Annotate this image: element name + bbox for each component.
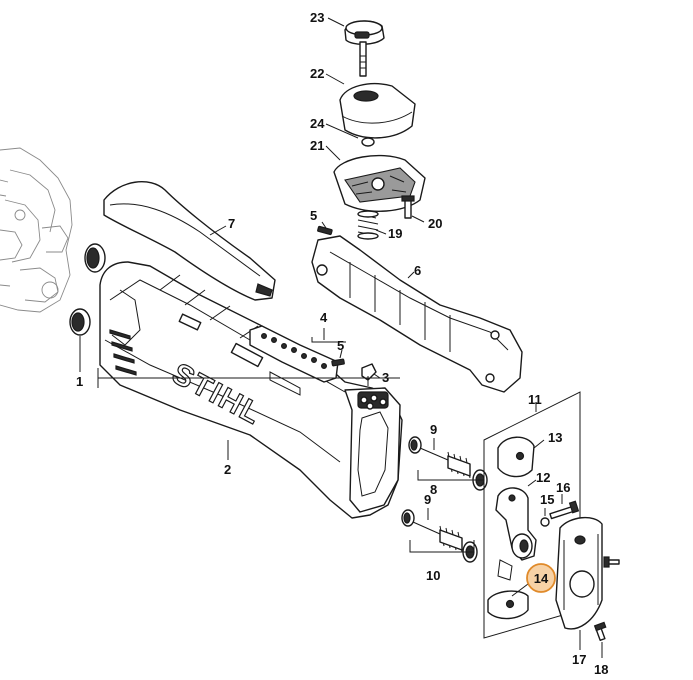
part-8-spring-assembly: [408, 436, 488, 491]
callout-6: 6: [414, 263, 421, 278]
part-1-grommets: [69, 243, 106, 372]
part-18-screws: [593, 556, 620, 658]
part-23-knob: [327, 17, 385, 77]
callout-13: 13: [548, 430, 562, 445]
callout-16: 16: [556, 480, 570, 495]
highlight-circle: [526, 563, 556, 593]
callout-14: 14: [534, 571, 549, 586]
callout-7: 7: [228, 216, 235, 231]
callout-11: 11: [528, 392, 542, 407]
part-16-screw: [549, 494, 580, 520]
callout-12: 12: [536, 470, 550, 485]
callout-18: 18: [594, 662, 608, 677]
callout-19: 19: [388, 226, 402, 241]
engine-housing-fragment: [0, 147, 73, 313]
leader-lines: [97, 368, 400, 460]
part-10-spring-assembly: [401, 508, 478, 563]
callout-5-mid: 5: [337, 338, 344, 353]
callout-17: 17: [572, 652, 586, 667]
part-12-lever: [495, 479, 537, 581]
callout-22: 22: [310, 66, 324, 81]
callout-labels: 23 22 24 21 5 20 19 7 6 4 5 3 1 2 11 9 1…: [76, 10, 608, 677]
callout-9-bottom: 9: [424, 492, 431, 507]
part-6-cover-plate: [311, 235, 523, 393]
part-15-washer: [540, 508, 550, 527]
part-19-spring: [357, 210, 387, 240]
part-17-side-cover: [555, 517, 603, 650]
callout-24: 24: [310, 116, 325, 131]
callout-5-top: 5: [310, 208, 317, 223]
part-4-strip: [249, 325, 346, 383]
callout-15: 15: [540, 492, 554, 507]
part-5-screws: [317, 221, 345, 367]
part-22-cap: [325, 73, 416, 139]
callout-8: 8: [430, 482, 437, 497]
part-2-handle-housing: STIHL: [99, 261, 403, 519]
callout-21: 21: [310, 138, 324, 153]
part-13-cap: [497, 436, 545, 478]
part-24-washer: [325, 123, 375, 147]
part-3-screw: [361, 363, 381, 386]
part-20-screw: [401, 195, 425, 223]
callout-23: 23: [310, 10, 324, 25]
callout-4: 4: [320, 310, 328, 325]
callout-9-top: 9: [430, 422, 437, 437]
callout-1: 1: [76, 374, 83, 389]
callout-2: 2: [224, 462, 231, 477]
part-14-clip: [487, 583, 529, 620]
callout-14-highlight[interactable]: 14: [526, 563, 556, 593]
callout-20: 20: [428, 216, 442, 231]
callout-3: 3: [382, 370, 389, 385]
callout-10: 10: [426, 568, 440, 583]
part-7-cover-strip: [103, 181, 276, 301]
